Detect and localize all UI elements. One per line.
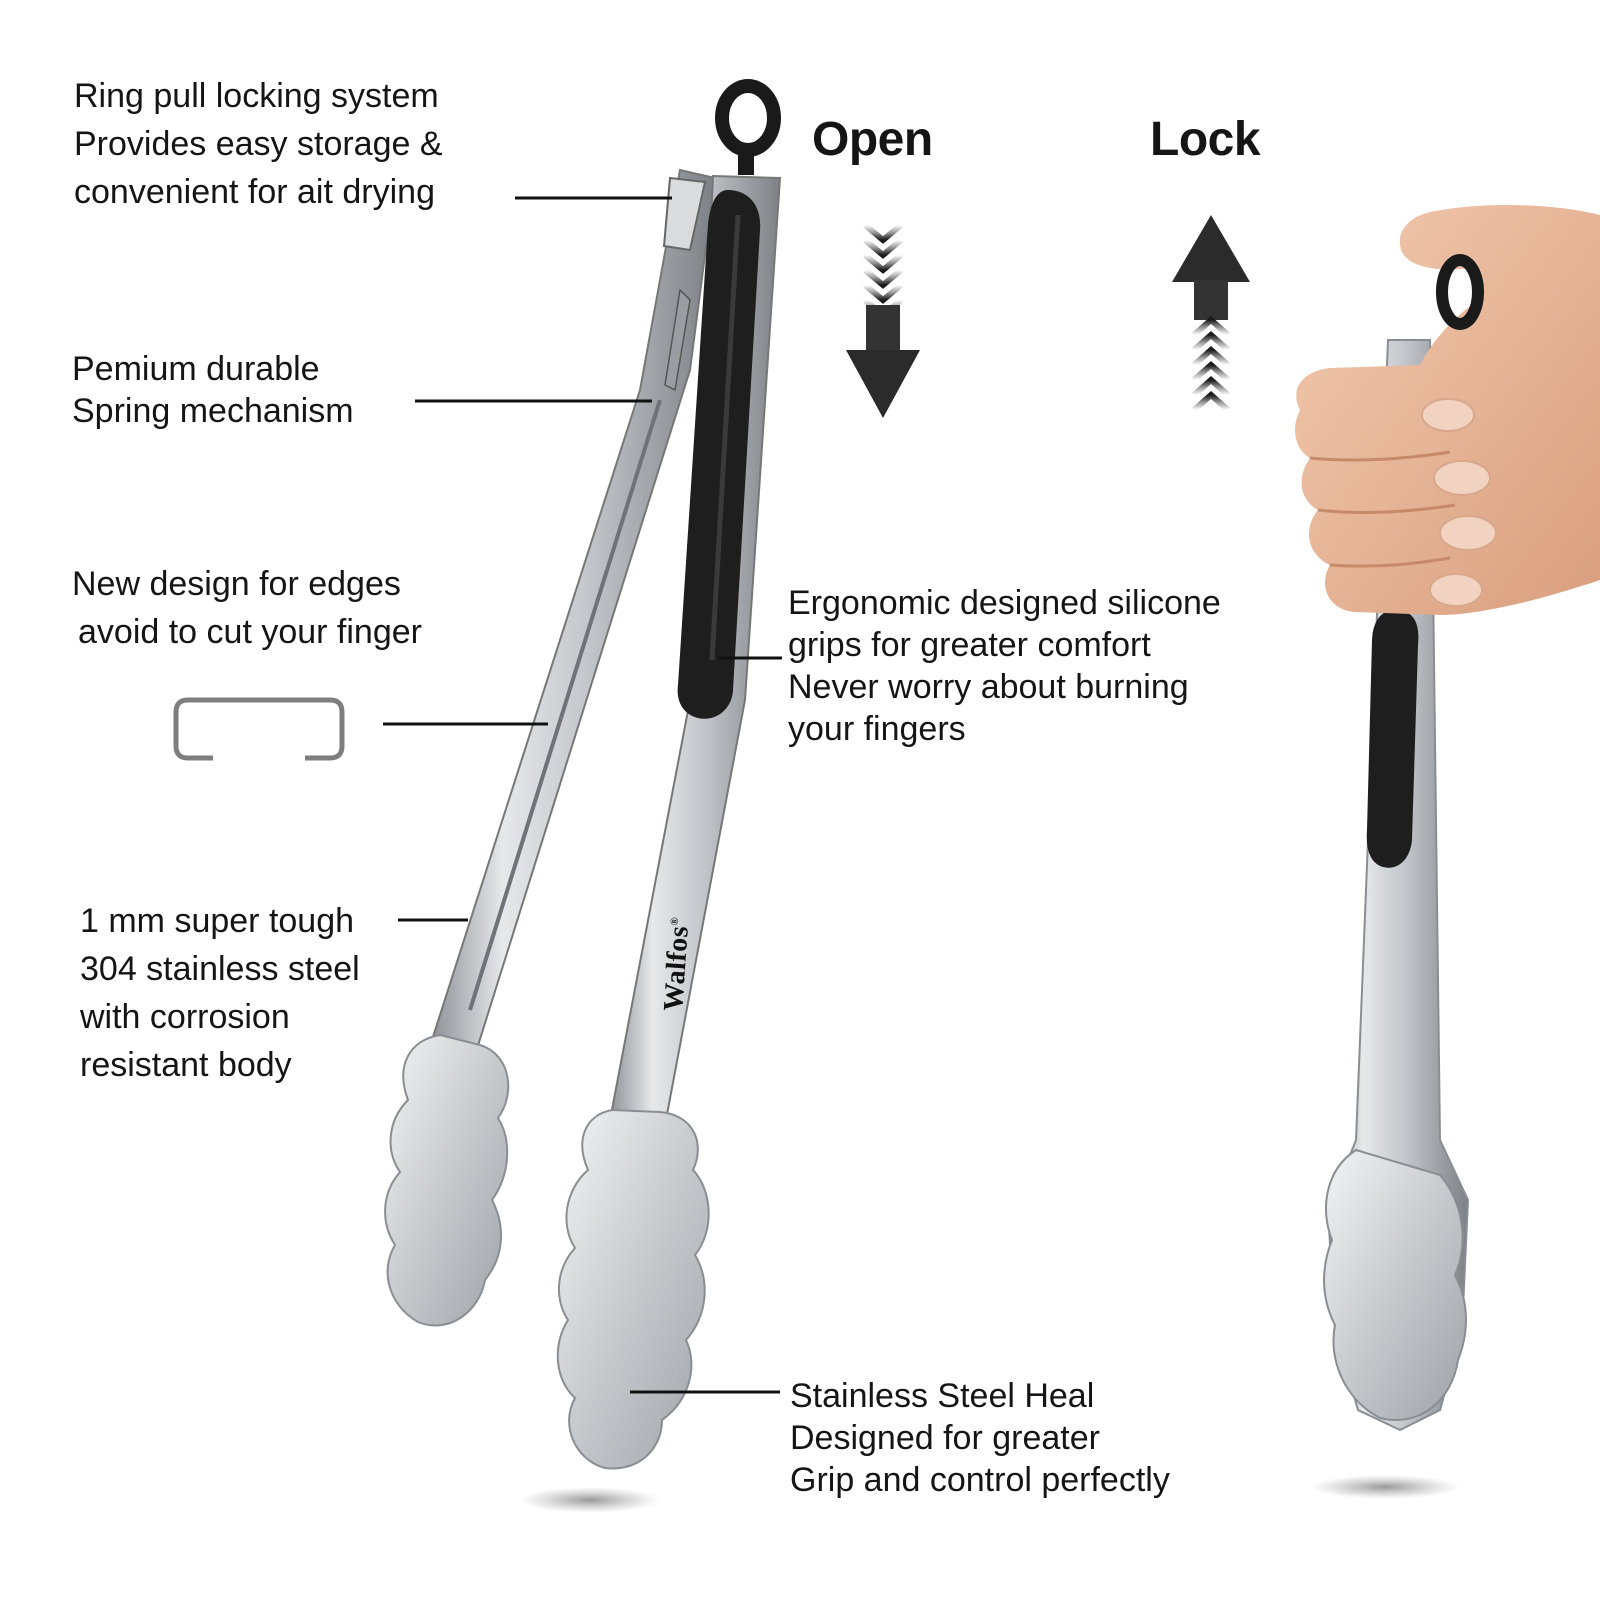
callout-ring-pull: Ring pull locking system Provides easy s… — [74, 72, 443, 216]
locked-tongs-shadow — [1310, 1475, 1460, 1499]
grip-highlight — [709, 214, 741, 661]
callout-heal: Stainless Steel Heal Designed for greate… — [790, 1375, 1170, 1501]
open-tongs-illustration — [384, 79, 782, 1513]
brand-name: Walfos — [658, 924, 695, 1013]
callout-steel-line-4: resistant body — [80, 1046, 292, 1084]
callout-grips: Ergonomic designed silicone grips for gr… — [788, 582, 1221, 750]
arrow-up-icon — [1172, 215, 1250, 413]
callout-spring-line-1: Pemium durable — [72, 350, 320, 388]
brand-logo: Walfos® — [658, 916, 696, 1012]
left-arm-inner-edge — [468, 399, 662, 1011]
lock-slider — [662, 176, 707, 252]
arrow-down-icon — [846, 222, 920, 418]
locked-tong-head — [1323, 1148, 1467, 1421]
callout-ring-pull-line-1: Ring pull locking system — [74, 77, 439, 115]
right-tong-head — [556, 1108, 710, 1470]
callout-edges-line-2: avoid to cut your finger — [78, 613, 422, 651]
finger-creases — [1309, 450, 1456, 568]
callout-steel: 1 mm super tough 304 stainless steel wit… — [80, 897, 360, 1089]
brand-mark: ® — [668, 916, 682, 926]
callout-steel-line-1: 1 mm super tough — [80, 902, 355, 940]
spring-mechanism — [664, 288, 691, 392]
callout-grips-line-4: your fingers — [788, 710, 966, 748]
edge-profile-icon — [173, 697, 345, 761]
leader-lines — [383, 196, 782, 1394]
callout-heal-line-2: Designed for greater — [790, 1419, 1100, 1457]
callout-grips-line-1: Ergonomic designed silicone — [788, 584, 1221, 622]
callout-ring-pull-line-3: convenient for ait drying — [74, 173, 435, 211]
callout-grips-line-2: grips for greater comfort — [788, 626, 1151, 664]
locked-ring-pull-icon — [1436, 254, 1484, 330]
callout-steel-line-3: with corrosion — [80, 998, 290, 1036]
silicone-grip — [677, 190, 761, 719]
open-label: Open — [812, 113, 933, 166]
fingernails — [1421, 398, 1497, 607]
callout-ring-pull-line-2: Provides easy storage & — [74, 125, 443, 163]
callout-spring-line-2: Spring mechanism — [72, 392, 354, 430]
callout-edges-line-1: New design for edges — [72, 565, 401, 603]
callout-heal-line-3: Grip and control perfectly — [790, 1461, 1170, 1499]
locked-tongs-illustration — [1295, 204, 1600, 1499]
callout-heal-line-1: Stainless Steel Heal — [790, 1377, 1095, 1415]
locked-silicone-grip — [1366, 610, 1419, 868]
tongs-shadow — [520, 1487, 660, 1513]
ring-pull-icon — [715, 79, 781, 175]
callout-grips-line-3: Never worry about burning — [788, 668, 1189, 706]
lock-label: Lock — [1150, 113, 1261, 166]
callout-edges: New design for edges avoid to cut your f… — [72, 560, 422, 656]
left-tong-head — [384, 1033, 510, 1327]
callout-spring: Pemium durable Spring mechanism — [72, 348, 354, 432]
callout-steel-line-2: 304 stainless steel — [80, 950, 360, 988]
